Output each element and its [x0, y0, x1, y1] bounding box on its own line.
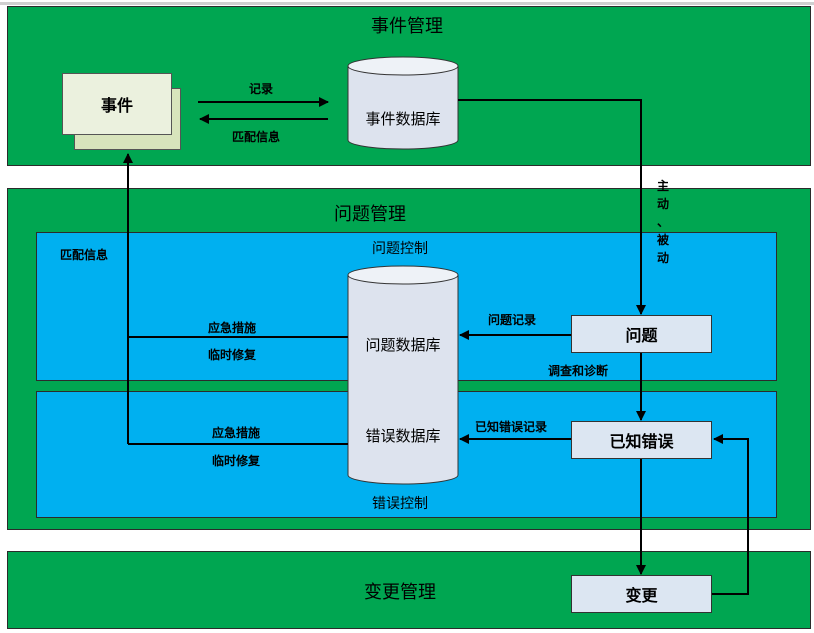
problem-management-title: 问题管理: [334, 204, 406, 225]
problem-control-title: 问题控制: [372, 241, 428, 257]
active-passive-char: 主: [656, 179, 669, 193]
top-divider: [0, 2, 814, 5]
match-info-left-label: 匹配信息: [60, 248, 109, 262]
problem-database-label: 问题数据库: [365, 336, 441, 354]
event-database-label: 事件数据库: [365, 110, 441, 128]
emergency-measure-label-2: 应急措施: [212, 426, 261, 440]
match-info-top-label: 匹配信息: [232, 130, 281, 144]
active-passive-char: 动: [656, 197, 669, 211]
event-node: 事件: [62, 73, 172, 135]
active-passive-char: 、: [656, 215, 669, 229]
temporary-fix-label-2: 临时修复: [212, 454, 261, 468]
event-database-cylinder: [347, 56, 459, 150]
known-error-record-label: 已知错误记录: [475, 420, 548, 434]
event-db-to-problem-arrow: [458, 99, 646, 315]
emergency-measure-label-1: 应急措施: [208, 321, 257, 335]
problem-error-database-cylinder: [347, 265, 459, 485]
error-database-label: 错误数据库: [365, 427, 441, 445]
error-control-title: 错误控制: [372, 496, 428, 512]
temporary-fix-label-1: 临时修复: [208, 348, 257, 362]
known-error-node: 已知错误: [571, 421, 712, 459]
change-management-title: 变更管理: [364, 582, 436, 603]
change-node: 变更: [571, 575, 712, 613]
active-passive-char: 动: [656, 251, 669, 265]
change-to-known-error-arrow: [712, 434, 749, 595]
problem-node: 问题: [571, 315, 712, 353]
record-label: 记录: [249, 82, 274, 96]
problem-record-label: 问题记录: [488, 313, 537, 327]
incident-management-title: 事件管理: [371, 16, 443, 37]
active-passive-label: 主 动 、 被 动: [656, 178, 670, 266]
active-passive-char: 被: [656, 233, 669, 247]
investigate-diagnose-label: 调查和诊断: [548, 364, 609, 378]
